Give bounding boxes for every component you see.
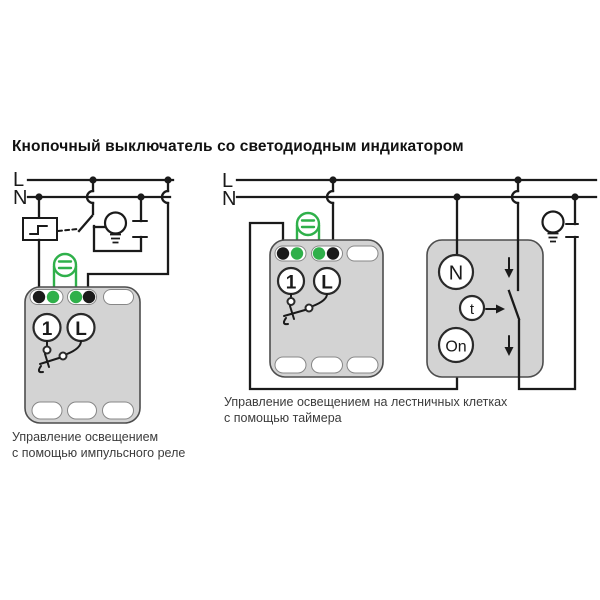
lamp-icon (92, 195, 148, 244)
left-line-l-label: L (13, 169, 24, 191)
terminal-green (46, 290, 60, 304)
timer-n-label: N (449, 263, 463, 285)
rocker-slot (31, 401, 63, 420)
rocker-slot (102, 401, 134, 420)
right-arrow-icon (485, 304, 505, 314)
contact-point (304, 303, 314, 313)
terminal-l-label: L (75, 319, 87, 340)
terminal-1-label: 1 (42, 319, 53, 340)
crossover-hop-icon (510, 189, 520, 205)
terminal-green (69, 290, 83, 304)
right-line-n-label: N (222, 188, 236, 210)
timer-on-circle (437, 326, 475, 364)
button-to-timer-wire (248, 221, 459, 391)
terminal-green (290, 247, 304, 260)
contact-point (286, 297, 296, 306)
crossover-hop-icon (85, 189, 95, 205)
left-caption-line2: с помощью импульсного реле (12, 446, 186, 461)
terminal-black (326, 247, 340, 260)
right-caption-line2: с помощью таймера (224, 411, 342, 426)
contact-point (58, 351, 68, 361)
rocker-slot (346, 356, 379, 374)
terminal-slot (103, 289, 134, 305)
mechanical-link-dashed (57, 228, 79, 232)
pushbutton-contact-symbol (57, 178, 143, 253)
bulb-glass (541, 210, 565, 234)
left-caption: Управление освещением с помощью импульсн… (12, 429, 185, 462)
down-arrow-icon (504, 257, 514, 278)
right-line-l-label: L (222, 170, 233, 192)
crossover-hop-icon (160, 189, 170, 205)
right-caption-line1: Управление освещением на лестничных клет… (224, 395, 508, 409)
contact-point (42, 345, 52, 355)
page-title: Кнопочный выключатель со светодиодным ин… (12, 138, 464, 155)
impulse-relay-branch (22, 195, 58, 293)
terminal-black (276, 247, 290, 260)
terminal-slot (346, 245, 379, 262)
timer-t-circle (458, 294, 486, 322)
left-line-n-label: N (13, 187, 27, 209)
bulb-base (110, 233, 121, 244)
timer-device: N t On (426, 178, 577, 391)
switch-blade (77, 214, 94, 233)
right-diagram: L N (222, 170, 598, 391)
terminal-black (82, 290, 96, 304)
pushbutton-device: 1 L (269, 239, 384, 378)
terminal-1-label: 1 (286, 272, 297, 293)
impulse-relay-icon (22, 217, 58, 241)
timer-switch-contact (507, 178, 577, 391)
left-l-tap-wire (86, 178, 170, 293)
crossover-hop-icon (325, 189, 335, 205)
left-diagram: L N (13, 169, 175, 424)
lamp-icon (541, 195, 579, 243)
left-caption-line1: Управление освещением (12, 430, 159, 444)
switched-output-wire (517, 235, 577, 391)
rocker-slot (67, 401, 97, 420)
bulb-glass (103, 211, 128, 235)
timer-n-circle (437, 253, 475, 291)
button-mechanism-glyph (282, 305, 306, 326)
down-arrow-icon (504, 335, 514, 356)
impulse-relay-step-glyph (29, 225, 48, 235)
switch-blade (507, 289, 521, 321)
right-caption: Управление освещением на лестничных клет… (224, 394, 507, 427)
button-mechanism-glyph (37, 353, 60, 374)
rocker-slot (311, 356, 343, 374)
terminal-l-label: L (321, 272, 333, 293)
terminal-black (32, 290, 46, 304)
timer-t-label: t (470, 301, 475, 318)
bulb-base (547, 232, 559, 243)
pushbutton-device: 1 L (24, 286, 141, 424)
terminal-green (312, 247, 326, 260)
rocker-slot (274, 356, 307, 374)
timer-on-label: On (445, 338, 466, 355)
